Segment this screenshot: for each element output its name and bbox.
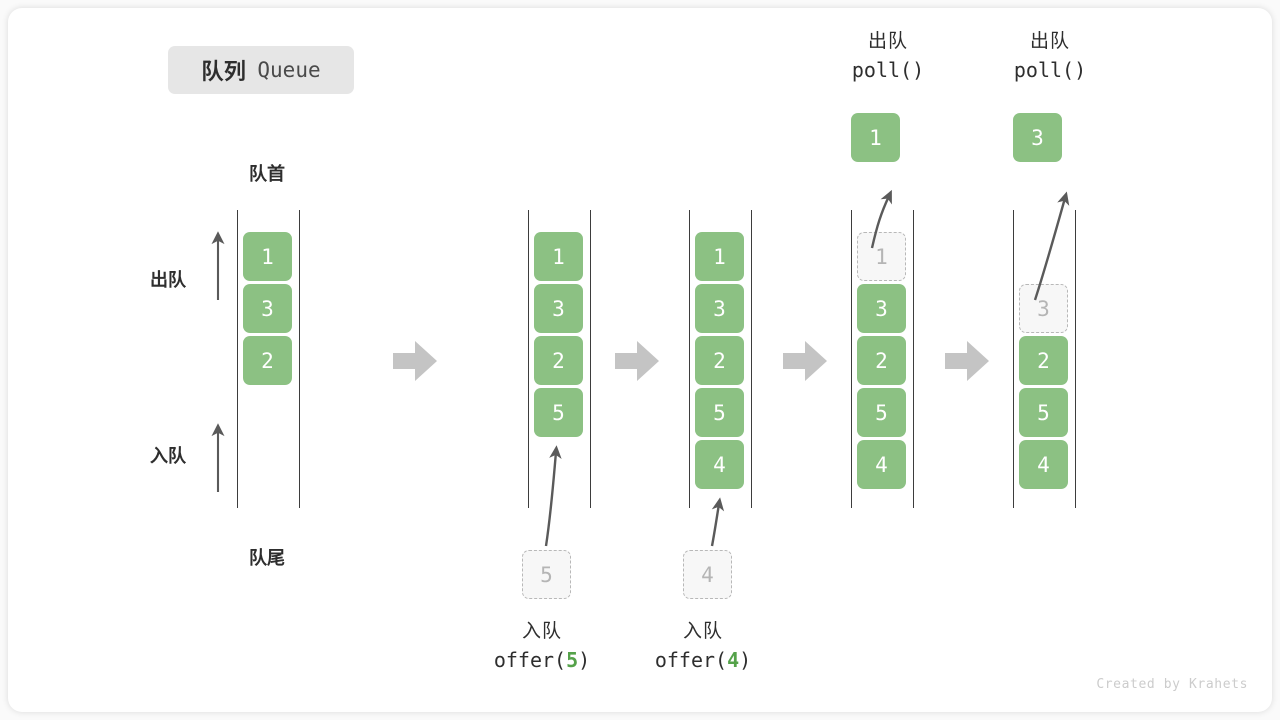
queue-item: 4	[857, 440, 906, 489]
queue-rail-right-4	[913, 210, 914, 508]
queue-item-ghost: 1	[857, 232, 906, 281]
caption-poll3-code: poll()	[1013, 58, 1087, 83]
queue-item-ghost: 4	[683, 550, 732, 599]
queue-rail-right-3	[751, 210, 752, 508]
queue-item: 5	[695, 388, 744, 437]
queue-item: 2	[1019, 336, 1068, 385]
queue-rear-label: 队尾	[249, 548, 285, 568]
offer5-arrow	[544, 445, 562, 547]
ghost-box-offer5: 5	[522, 550, 571, 599]
caption-poll1-code: poll()	[851, 58, 925, 83]
queue-item: 5	[857, 388, 906, 437]
queue-item: 3	[695, 284, 744, 333]
queue-rail-left-2	[528, 210, 529, 508]
queue-item: 2	[695, 336, 744, 385]
queue-item: 2	[857, 336, 906, 385]
queue-item: 3	[534, 284, 583, 333]
queue-item: 4	[1019, 440, 1068, 489]
caption-poll1-cn: 出队	[867, 31, 908, 52]
queue-item-detached: 3	[1013, 113, 1062, 162]
queue-item: 1	[695, 232, 744, 281]
dequeue-direction-label: 出队	[150, 270, 186, 290]
caption-poll3: 出队 poll()	[960, 28, 1140, 86]
queue-rail-right-2	[590, 210, 591, 508]
watermark: Created by Krahets	[1096, 677, 1248, 692]
polled-box-3: 3	[1013, 113, 1062, 162]
queue-item-ghost: 5	[522, 550, 571, 599]
caption-argument: 5	[566, 648, 579, 673]
ghost-box-poll1: 1	[857, 232, 906, 281]
queue-rail-left-1	[237, 210, 238, 508]
queue-item-detached: 1	[851, 113, 900, 162]
queue-rail-left-5	[1013, 210, 1014, 508]
queue-front-label: 队首	[249, 164, 285, 184]
arrow-overlay	[211, 189, 1070, 547]
queue-item: 5	[1019, 388, 1068, 437]
caption-offer5-code: offer(5)	[493, 648, 591, 673]
caption-argument: 4	[727, 648, 740, 673]
queue-rail-left-3	[689, 210, 690, 508]
enqueue-direction-label: 入队	[150, 446, 186, 466]
ghost-box-offer4: 4	[683, 550, 732, 599]
caption-poll3-cn: 出队	[1029, 31, 1070, 52]
transition-arrow-3	[783, 341, 827, 381]
queue-item: 3	[243, 284, 292, 333]
title-chinese: 队列	[201, 59, 247, 84]
diagram-title-badge: 队列 Queue	[168, 46, 354, 94]
polled-box-1: 1	[851, 113, 900, 162]
queue-item: 2	[534, 336, 583, 385]
caption-offer4-cn: 入队	[682, 621, 723, 642]
queue-item: 2	[243, 336, 292, 385]
transition-arrow-1	[393, 341, 437, 381]
caption-offer4: 入队 offer(4)	[613, 618, 793, 676]
queue-item: 5	[534, 388, 583, 437]
caption-offer5: 入队 offer(5)	[452, 618, 632, 676]
queue-item: 1	[243, 232, 292, 281]
queue-item-ghost: 3	[1019, 284, 1068, 333]
queue-rail-left-4	[851, 210, 852, 508]
queue-item: 1	[534, 232, 583, 281]
queue-rail-right-1	[299, 210, 300, 508]
queue-rail-right-5	[1075, 210, 1076, 508]
caption-poll1: 出队 poll()	[798, 28, 978, 86]
queue-item: 4	[695, 440, 744, 489]
ghost-box-poll3: 3	[1019, 284, 1068, 333]
offer4-arrow	[710, 497, 725, 547]
transition-arrow-4	[945, 341, 989, 381]
caption-offer4-code: offer(4)	[654, 648, 752, 673]
queue-item: 3	[857, 284, 906, 333]
transition-arrow-2	[615, 341, 659, 381]
title-english: Queue	[257, 58, 321, 82]
caption-offer5-cn: 入队	[521, 621, 562, 642]
